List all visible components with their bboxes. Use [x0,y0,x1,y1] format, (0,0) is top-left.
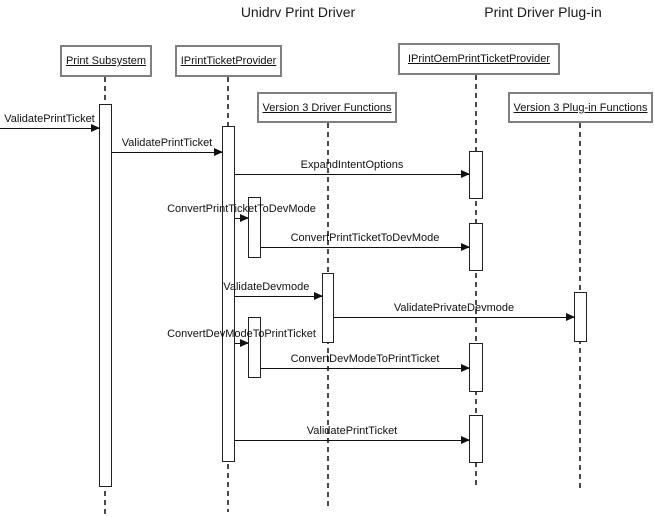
message-label: ValidatePrintTicket [121,137,213,149]
section-title-print-driver-plugin: Print Driver Plug-in [484,4,602,20]
lifeline-label: Print Subsystem [65,55,147,67]
arrowhead-icon [240,339,249,347]
arrowhead-icon [461,436,470,444]
lifeline-label: Version 3 Plug-in Functions [513,101,648,114]
lifeline-box-print-subsystem: Print Subsystem [60,45,152,77]
activation-bar-oem-convertprintticket [469,223,483,271]
lifeline-line-iprintoemprintticketprovider [475,75,477,488]
activation-bar-nested-convertprintticket [248,197,261,258]
activation-bar-print-subsystem [99,104,112,487]
message-label: ValidatePrintTicket [306,425,398,437]
message-line [261,368,469,369]
message-label: ValidatePrintTicket [4,113,95,125]
arrowhead-icon [461,243,470,251]
message-label: ValidateDevmode [223,281,310,293]
message-line [235,174,469,175]
lifeline-box-version3-plugin-functions: Version 3 Plug-in Functions [508,92,653,123]
arrowhead-icon [461,364,470,372]
activation-bar-nested-convertdevmode [248,317,261,378]
lifeline-label: IPrintOemPrintTicketProvider [407,53,551,65]
activation-bar-version3-plugin-functions [574,292,587,342]
message-line [334,317,574,318]
lifeline-box-iprintoemprintticketprovider: IPrintOemPrintTicketProvider [398,43,560,75]
arrowhead-icon [314,292,323,300]
message-label: ConvertDevModeToPrintTicket [290,353,440,365]
activation-bar-iprintticketprovider [222,126,235,462]
arrowhead-icon [91,124,100,132]
arrowhead-icon [240,214,249,222]
message-line [112,152,222,153]
message-label: ConvertDevModeToPrintTicket [167,328,316,340]
message-line [261,247,469,248]
message-line [235,440,469,441]
activation-bar-oem-expandintent [469,151,483,199]
lifeline-box-version3-driver-functions: Version 3 Driver Functions [257,92,397,123]
message-line [235,296,322,297]
activation-bar-version3-driver-functions [322,273,334,343]
activation-bar-oem-validateprintticket [469,415,483,463]
lifeline-box-iprintticketprovider: IPrintTicketProvider [175,45,282,77]
lifeline-label: Version 3 Driver Functions [262,101,392,114]
message-label: ValidatePrivateDevmode [393,302,515,314]
message-label: ConvertPrintTicketToDevMode [290,232,440,244]
message-line [0,128,99,129]
arrowhead-icon [214,148,223,156]
arrowhead-icon [566,313,575,321]
lifeline-label: IPrintTicketProvider [180,55,277,67]
message-label: ExpandIntentOptions [300,159,404,171]
arrowhead-icon [461,170,470,178]
activation-bar-oem-convertdevmode [469,343,483,392]
message-label: ConvertPrintTicketToDevMode [167,203,316,215]
section-title-unidrv-print-driver: Unidrv Print Driver [240,4,356,20]
